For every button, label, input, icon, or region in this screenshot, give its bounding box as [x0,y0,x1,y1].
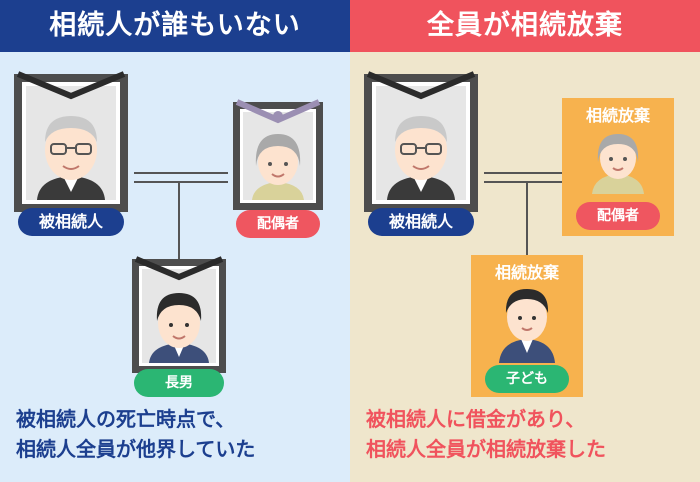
marriage-line-top-right [484,172,562,174]
eldest-son-portrait [132,256,226,373]
right-caption-line1: 被相続人に借金があり、 [366,407,586,431]
spouse-renounce-box: 相続放棄 配偶者 [562,98,674,236]
left-panel: 相続人が誰もいない 被相続人 [0,0,350,482]
spouse-renounce-label: 相続放棄 [585,106,650,125]
marriage-line-bottom [134,181,228,183]
child-figure [499,289,555,363]
left-header: 相続人が誰もいない [0,0,350,52]
eldest-son-label: 長男 [134,369,224,397]
marriage-line-bottom-right [484,181,562,183]
spouse-portrait [233,99,323,210]
child-label: 子ども [485,365,569,393]
child-renounce-label: 相続放棄 [494,263,559,282]
deceased-portrait [14,71,128,212]
spouse-figure [592,134,644,194]
right-caption: 被相続人に借金があり、 相続人全員が相続放棄した [366,404,606,464]
right-panel: 全員が相続放棄 被相続人 相続放棄 [350,0,700,482]
spouse-label: 配偶者 [236,210,320,238]
marriage-line-top [134,172,228,174]
deceased-label: 被相続人 [18,208,124,236]
descent-line [178,183,180,259]
child-renounce-box: 相続放棄 子ども [471,255,583,397]
descent-line-right [526,183,528,255]
spouse-label-right: 配偶者 [576,202,660,230]
deceased-label-right: 被相続人 [368,208,474,236]
left-caption-line1: 被相続人の死亡時点で、 [16,407,236,431]
right-header: 全員が相続放棄 [350,0,700,52]
right-caption-line2: 相続人全員が相続放棄した [366,437,606,461]
left-caption-line2: 相続人全員が他界していた [16,437,256,461]
left-caption: 被相続人の死亡時点で、 相続人全員が他界していた [16,404,255,464]
deceased-portrait-right [364,71,478,212]
